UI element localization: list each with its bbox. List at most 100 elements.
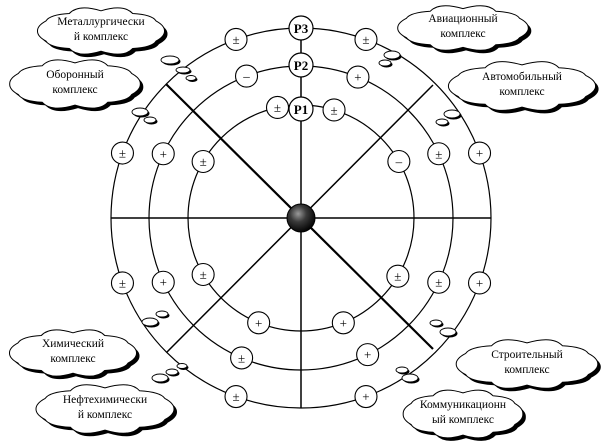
ring-label-p2: P2 xyxy=(288,52,314,78)
symbol-nodes: ±±–±++±±–+±±+±++±±+++±±± xyxy=(110,27,492,409)
symbol-node-value: + xyxy=(364,347,371,362)
symbol-node-value: + xyxy=(476,275,483,290)
symbol-node-circle xyxy=(234,64,259,88)
symbol-node-circle xyxy=(356,343,380,367)
cloud-tail-bubble xyxy=(165,368,179,376)
symbol-node: ± xyxy=(386,264,410,288)
symbol-node-circle xyxy=(467,271,492,295)
cloud-tail-bubble xyxy=(143,116,157,124)
symbol-node: ± xyxy=(224,27,248,52)
symbol-node-circle xyxy=(354,27,378,52)
symbol-node-circle xyxy=(191,149,215,174)
symbol-node-value: ± xyxy=(274,100,281,115)
symbol-node: ± xyxy=(265,95,290,120)
cloud-tail-bubble xyxy=(435,118,449,126)
symbol-node-circle xyxy=(427,142,451,166)
symbol-node-circle xyxy=(151,142,175,166)
symbol-node: ± xyxy=(427,142,451,166)
cloud-body xyxy=(9,59,141,109)
symbol-node: ± xyxy=(110,141,135,165)
cloud-automotive: Автомобильный комплекс xyxy=(435,61,599,127)
symbol-node-value: ± xyxy=(200,154,207,169)
symbol-node-value: ± xyxy=(119,275,126,290)
symbol-node-circle xyxy=(265,95,290,120)
cloud-tail-bubble xyxy=(131,107,149,117)
cloud-label-line: комплекс xyxy=(499,86,544,98)
symbol-node: ± xyxy=(354,27,378,52)
symbol-node-value: ± xyxy=(119,146,126,161)
cloud-body xyxy=(35,384,175,434)
cloud-tail-bubble xyxy=(383,50,401,60)
symbol-node-circle xyxy=(191,262,215,287)
cloud-tail-bubble xyxy=(439,327,457,337)
symbol-node: ± xyxy=(191,149,215,174)
symbol-node-value: ± xyxy=(238,350,245,365)
symbol-node: ± xyxy=(110,271,135,295)
cloud-tail-bubble xyxy=(141,317,159,327)
symbol-node-value: + xyxy=(354,70,361,85)
symbol-node-value: + xyxy=(476,146,483,161)
symbol-node-circle xyxy=(224,384,248,409)
cloud-chemical: Химический комплекс xyxy=(8,310,170,380)
cloud-tail-bubble xyxy=(151,373,169,383)
cloud-body xyxy=(397,5,529,51)
symbol-node-circle xyxy=(230,346,254,370)
symbol-node: + xyxy=(356,343,380,367)
cloud-label-line: ый комплекс xyxy=(432,414,494,426)
cloud-label-line: комплекс xyxy=(50,353,95,365)
cloud-label-line: Металлургически xyxy=(57,16,144,28)
center-hub xyxy=(286,203,316,233)
symbol-node-value: ± xyxy=(435,146,442,161)
cloud-tail-bubble xyxy=(443,109,461,119)
symbol-node: – xyxy=(234,64,259,88)
symbol-node-circle xyxy=(346,65,370,89)
symbol-node: – xyxy=(387,149,411,174)
symbol-node-circle xyxy=(354,384,378,409)
cloud-tail-bubble xyxy=(160,55,180,65)
symbol-node-circle xyxy=(151,270,175,294)
symbol-node: + xyxy=(354,384,378,409)
ring-label-p1: P1 xyxy=(288,96,314,122)
cloud-label-line: Строительный xyxy=(491,349,563,361)
symbol-node-value: ± xyxy=(232,389,239,404)
cloud-label-line: Коммуникационн xyxy=(420,399,506,411)
symbol-node-circle xyxy=(386,264,410,288)
symbol-node-value: – xyxy=(395,154,403,169)
symbol-node-value: ± xyxy=(394,269,401,284)
symbol-node-circle xyxy=(110,271,135,295)
symbol-node: ± xyxy=(191,262,215,287)
cloud-label-line: комплекс xyxy=(52,84,97,96)
ring-label-p3-text: P3 xyxy=(294,21,309,36)
symbol-node-value: + xyxy=(340,315,347,330)
cloud-label-line: комплекс xyxy=(440,28,485,40)
cloud-tail-bubble xyxy=(175,66,191,74)
ring-labels: P1 P2 P3 xyxy=(288,15,314,122)
symbol-node-value: ± xyxy=(232,32,239,47)
cloud-tail-bubble xyxy=(176,363,188,369)
symbol-node: + xyxy=(151,270,175,294)
cloud-label-line: комплекс xyxy=(504,364,549,376)
symbol-node-circle xyxy=(110,141,135,165)
symbol-node: + xyxy=(467,271,492,295)
symbol-node-value: + xyxy=(362,389,369,404)
cloud-label-line: Автомобильный xyxy=(482,71,562,83)
symbol-node-circle xyxy=(387,149,411,174)
cloud-body xyxy=(455,339,599,389)
cloud-tail-bubble xyxy=(401,373,419,383)
symbol-node-value: ± xyxy=(200,267,207,282)
cloud-label-line: Химический xyxy=(42,338,104,350)
cloud-label-line: Авиационный xyxy=(428,13,497,25)
symbol-node: + xyxy=(331,311,355,335)
ring-label-p2-text: P2 xyxy=(294,58,308,73)
cloud-body xyxy=(447,61,597,111)
symbol-node-value: ± xyxy=(435,275,442,290)
cloud-communications: Коммуникационн ый комплекс xyxy=(395,366,526,441)
symbol-node-value: + xyxy=(160,275,167,290)
symbol-node-circle xyxy=(331,311,355,335)
symbol-node: + xyxy=(151,142,175,166)
ring-label-p1-text: P1 xyxy=(294,102,308,117)
cloud-body xyxy=(36,7,166,55)
